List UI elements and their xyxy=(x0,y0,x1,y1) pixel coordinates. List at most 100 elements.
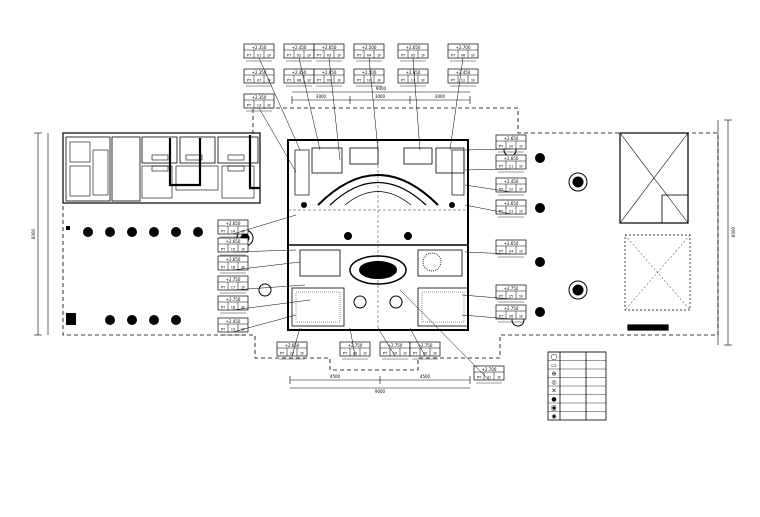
tag-sub: 1F xyxy=(267,104,271,108)
dimension-lines xyxy=(34,91,732,389)
tag-code: 07 xyxy=(257,79,262,83)
leader-lines xyxy=(232,57,512,381)
tag-code: 02 xyxy=(297,54,302,58)
tag-elevation: +2.700 xyxy=(456,45,471,50)
tag-code: 17 xyxy=(231,286,236,290)
legend-symbol: ◉ xyxy=(551,413,556,420)
tag-leader xyxy=(258,57,301,151)
tag-sub: 1F xyxy=(519,188,523,192)
tag-unit: PT xyxy=(221,328,226,332)
tag-unit: PT xyxy=(499,250,504,254)
tag-sub: 1F xyxy=(307,79,311,83)
tag-elevation: +2.750 xyxy=(504,286,519,291)
tag-leader xyxy=(328,57,341,161)
tag-unit: PT xyxy=(477,376,482,380)
tag-unit: PT xyxy=(221,286,226,290)
dim-right: 6000 xyxy=(731,226,736,237)
tag-code: 28 xyxy=(353,352,358,356)
tag-code: 15 xyxy=(231,248,236,252)
tag-sub: 1F xyxy=(519,210,523,214)
tag-unit: PT xyxy=(499,165,504,169)
tag-leader xyxy=(461,314,512,320)
tag-left-19: +2.450PT191F xyxy=(217,317,249,336)
dim-top-seg: 3000 xyxy=(375,94,386,99)
tag-code: 16 xyxy=(231,266,236,270)
tag-code: 22 xyxy=(509,188,514,192)
tag-unit: PT xyxy=(499,315,504,319)
dim-bottom-seg: 4500 xyxy=(330,374,341,379)
tag-unit: PT xyxy=(317,54,322,58)
tag-unit: PT xyxy=(287,79,292,83)
legend-symbol: ◎ xyxy=(551,379,556,386)
tag-leader xyxy=(298,57,321,151)
tag-code: 18 xyxy=(231,306,236,310)
tag-unit: PT xyxy=(357,79,362,83)
legend-symbol: ● xyxy=(551,396,556,403)
tag-elevation: +2.650 xyxy=(504,241,519,246)
tag-code: 11 xyxy=(411,79,416,83)
tag-elevation: +2.650 xyxy=(322,70,337,75)
tag-unit: PT xyxy=(221,266,226,270)
tree-row-left-lower xyxy=(105,315,181,325)
tag-elevation: +2.750 xyxy=(348,343,363,348)
main-hall xyxy=(287,139,469,331)
tag-sub: 1F xyxy=(403,352,407,356)
legend-symbol: ▣ xyxy=(551,405,557,412)
tag-unit: PT xyxy=(357,54,362,58)
tag-leader xyxy=(232,299,311,311)
tag-leader xyxy=(232,314,297,333)
tag-sub: 1F xyxy=(519,250,523,254)
tree-row-right xyxy=(535,153,545,317)
tag-elevation: +2.650 xyxy=(322,45,337,50)
tag-leader xyxy=(368,57,379,151)
tag-unit: PT xyxy=(383,352,388,356)
tag-unit: PT xyxy=(280,352,285,356)
tag-unit: PT xyxy=(401,79,406,83)
tag-sub: 1F xyxy=(241,286,245,290)
tag-leader xyxy=(232,284,306,291)
tag-elevation: +2.350 xyxy=(252,45,267,50)
tag-sub: 1F xyxy=(363,352,367,356)
tag-unit: PT xyxy=(499,295,504,299)
tag-sub: 1F xyxy=(519,145,523,149)
right-wing xyxy=(619,132,691,331)
tag-elevation: +2.350 xyxy=(252,70,267,75)
tag-leader xyxy=(464,251,512,255)
tag-code: 14 xyxy=(231,230,236,234)
tag-unit: PT xyxy=(287,54,292,58)
tag-leader xyxy=(349,327,356,357)
tag-leader xyxy=(409,327,426,357)
tag-code: 27 xyxy=(290,352,295,356)
tag-code: 24 xyxy=(509,250,514,254)
tag-sub: 1F xyxy=(377,54,381,58)
tag-sub: 1F xyxy=(241,266,245,270)
tag-elevation: +2.450 xyxy=(456,70,471,75)
tag-leader xyxy=(377,327,396,357)
tag-elevation: +2.450 xyxy=(504,179,519,184)
tag-code: 23 xyxy=(509,210,514,214)
tag-code: 20 xyxy=(509,145,514,149)
tag-unit: PT xyxy=(247,79,252,83)
tag-sub: 1F xyxy=(307,54,311,58)
tag-sub: 1F xyxy=(241,306,245,310)
tag-sub: 1F xyxy=(337,79,341,83)
tag-leader xyxy=(464,148,512,151)
tag-unit: PT xyxy=(221,230,226,234)
tag-code: 29 xyxy=(393,352,398,356)
tag-elevation: +2.650 xyxy=(406,70,421,75)
tag-sub: 1F xyxy=(300,352,304,356)
